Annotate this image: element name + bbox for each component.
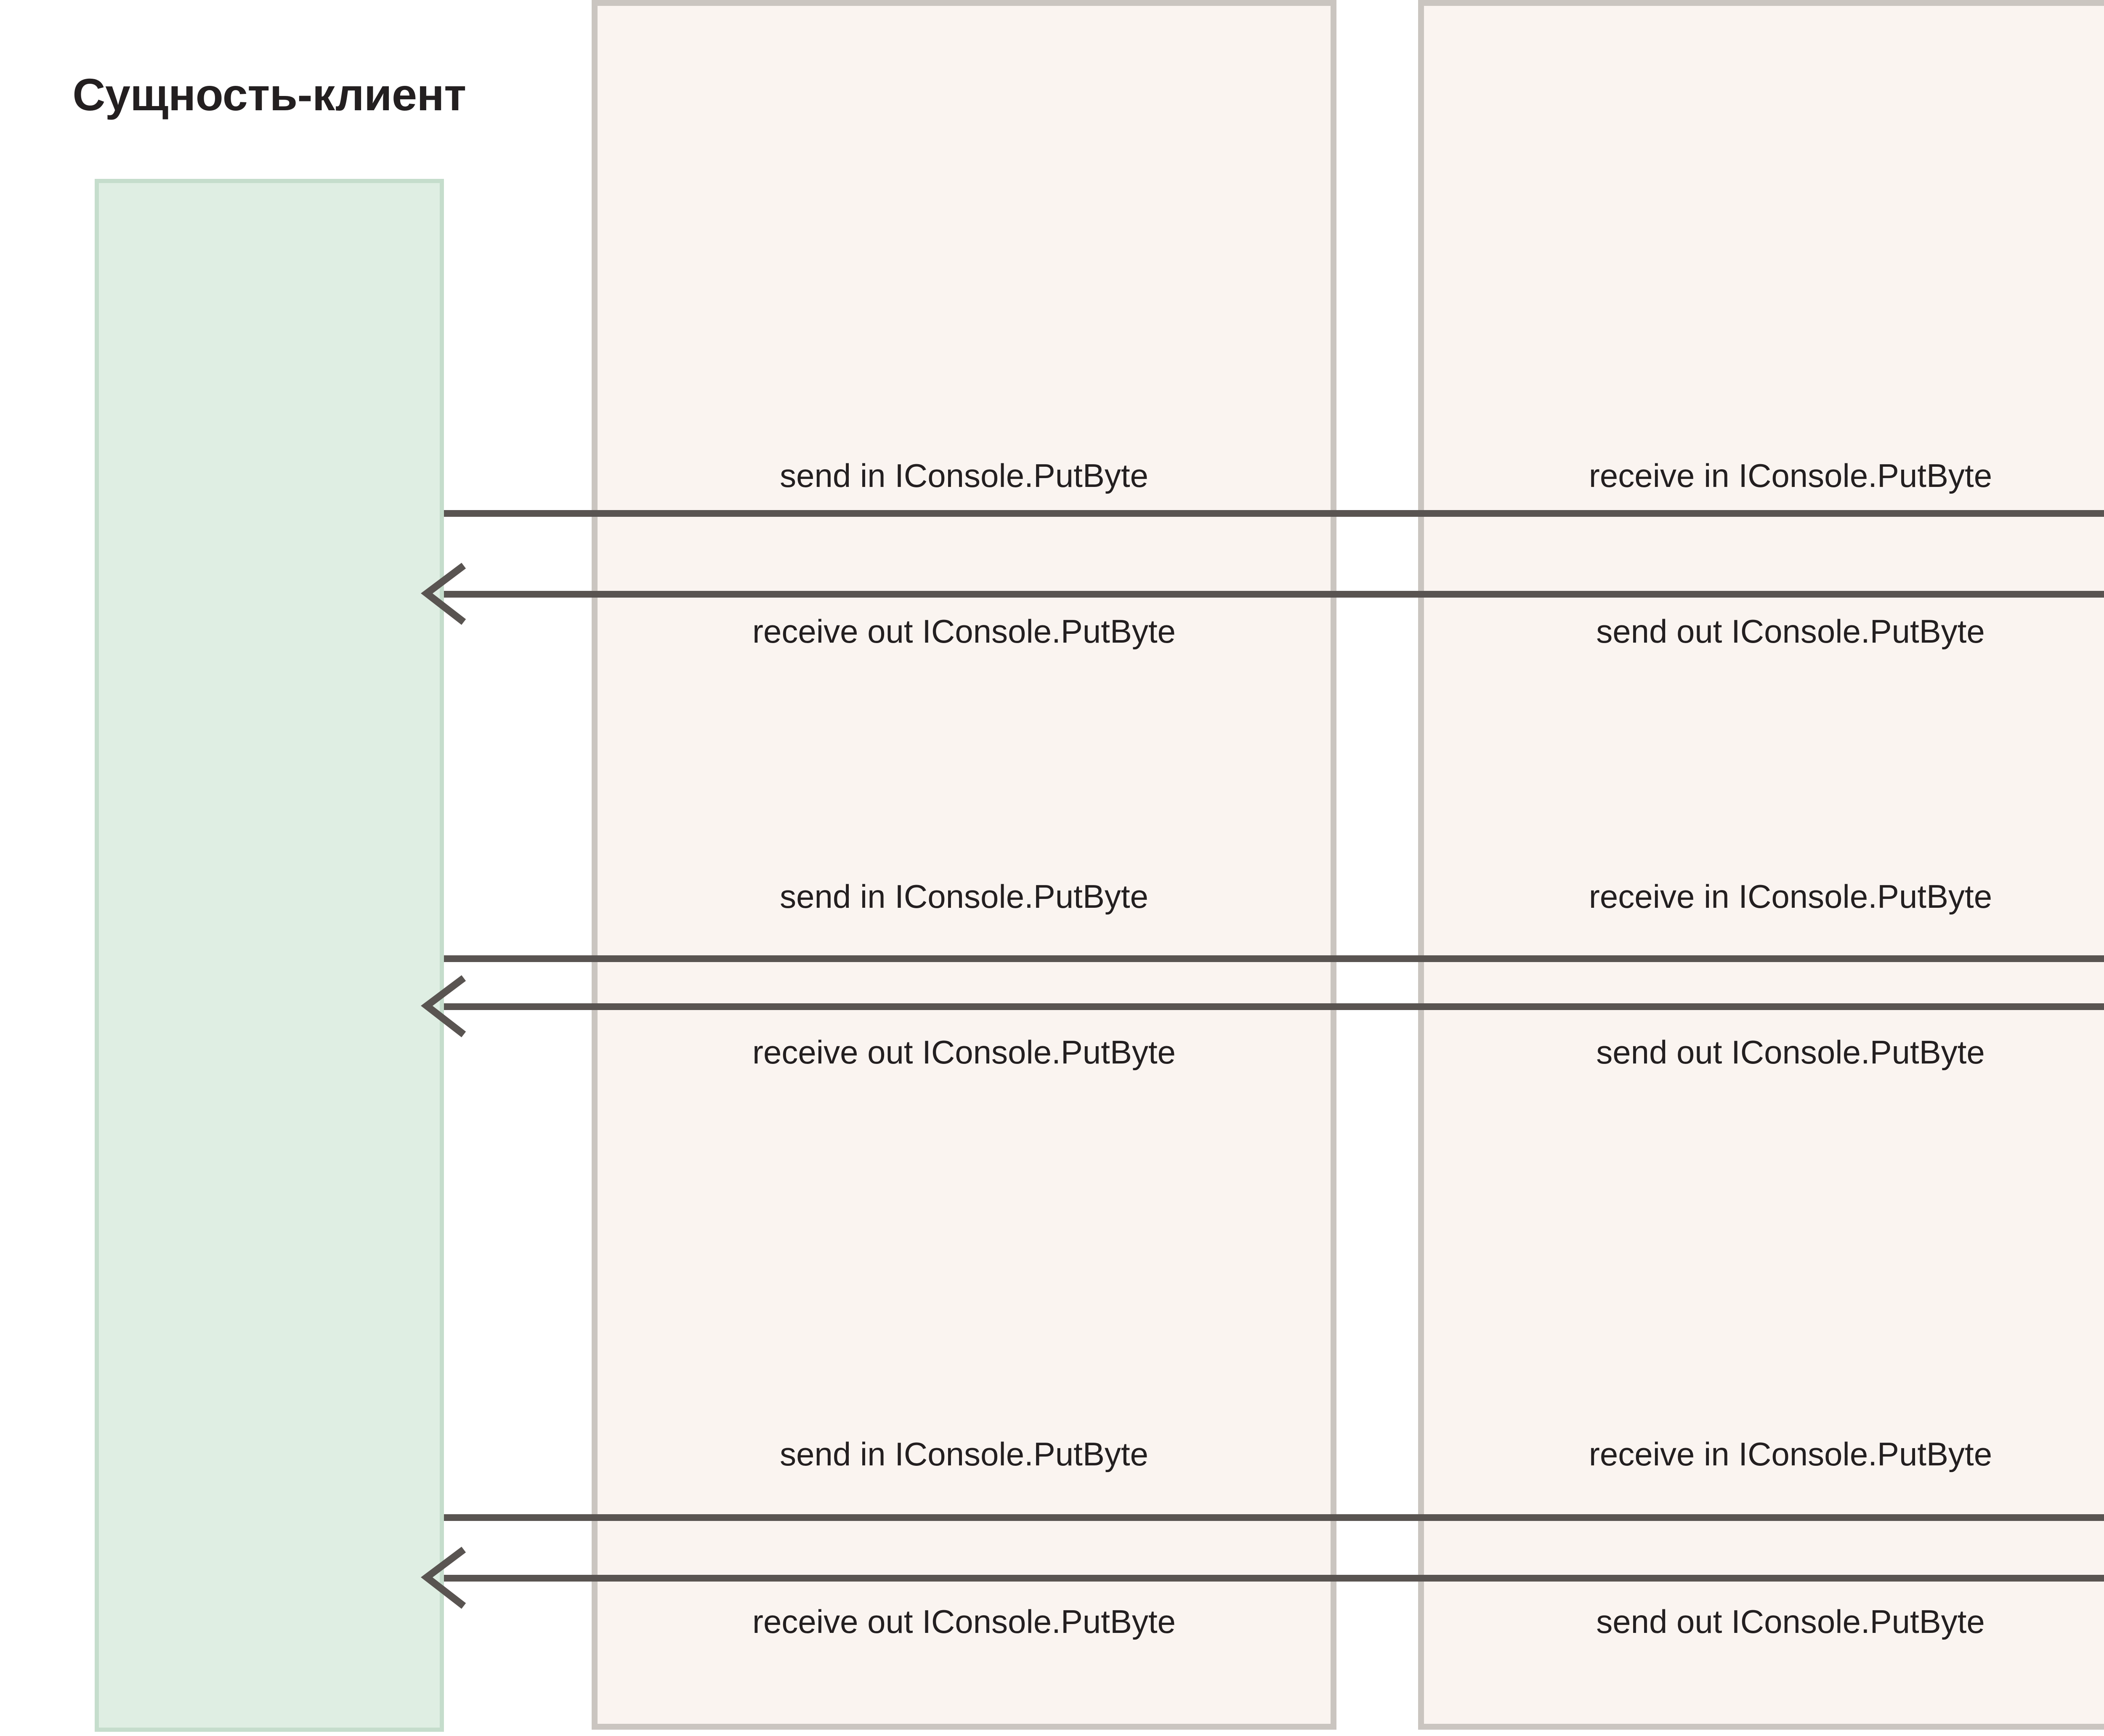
- arrow-label-receive-out-1: receive out IConsole.PutByte: [752, 613, 1176, 650]
- spec-column-server: [1418, 0, 2104, 1730]
- arrow-label-send-out-3: send out IConsole.PutByte: [1596, 1603, 1985, 1640]
- arrow-label-receive-in-1: receive in IConsole.PutByte: [1589, 457, 1992, 494]
- page-title-client-entity: Сущность-клиент: [72, 69, 466, 120]
- arrow-line-response-1: [444, 591, 2104, 598]
- spec-column-client: [592, 0, 1336, 1730]
- arrow-label-receive-out-3: receive out IConsole.PutByte: [752, 1603, 1176, 1640]
- arrow-head-left-3: [421, 1546, 467, 1609]
- arrow-head-left-1: [421, 562, 467, 625]
- arrow-line-response-2: [444, 1003, 2104, 1010]
- arrow-head-left-2: [421, 975, 467, 1038]
- arrow-line-request-2: [444, 955, 2104, 962]
- client-entity-lifeline: [95, 179, 444, 1732]
- arrow-line-request-1: [444, 510, 2104, 517]
- arrow-label-receive-out-2: receive out IConsole.PutByte: [752, 1034, 1176, 1071]
- arrow-label-receive-in-2: receive in IConsole.PutByte: [1589, 878, 1992, 915]
- arrow-label-send-out-2: send out IConsole.PutByte: [1596, 1034, 1985, 1071]
- arrow-label-send-in-1: send in IConsole.PutByte: [780, 457, 1148, 494]
- arrow-line-request-3: [444, 1514, 2104, 1521]
- arrow-label-send-out-1: send out IConsole.PutByte: [1596, 613, 1985, 650]
- arrow-label-send-in-2: send in IConsole.PutByte: [780, 878, 1148, 915]
- arrow-label-receive-in-3: receive in IConsole.PutByte: [1589, 1436, 1992, 1473]
- arrow-label-send-in-3: send in IConsole.PutByte: [780, 1436, 1148, 1473]
- arrow-line-response-3: [444, 1575, 2104, 1582]
